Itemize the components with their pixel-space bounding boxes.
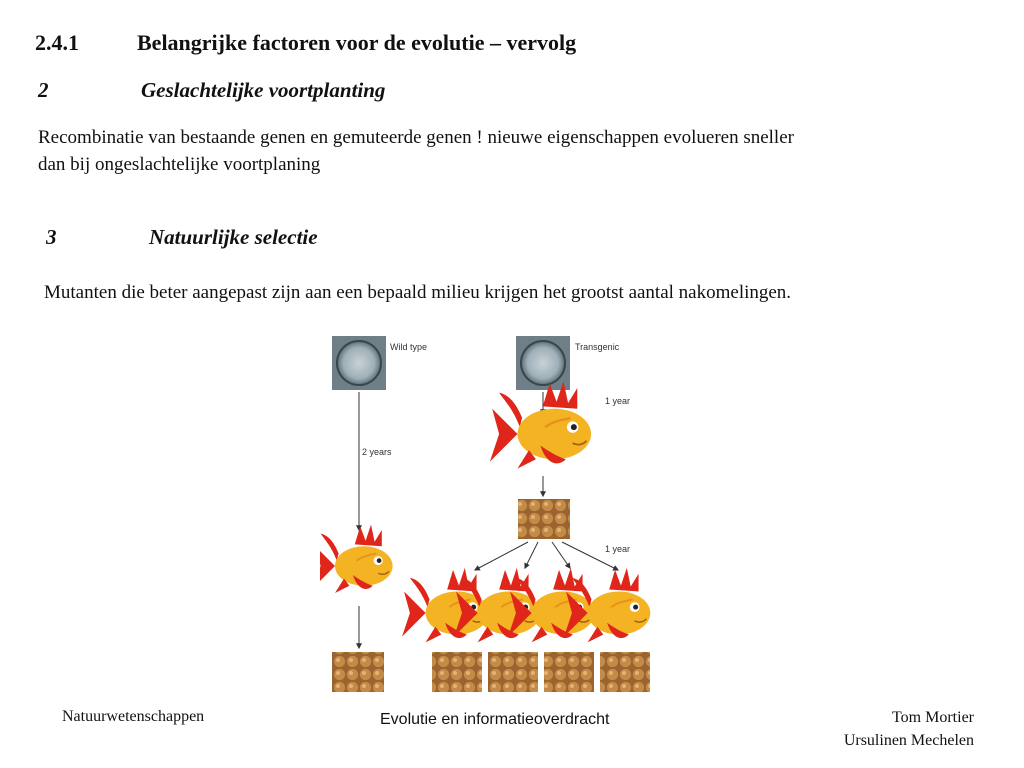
transgenic-eggs <box>518 499 570 539</box>
section2-body-line2: dan bij ongeslachtelijke voortplaning <box>38 154 321 175</box>
wild-type-label: Wild type <box>390 342 427 352</box>
section2-heading-text: Geslachtelijke voortplanting <box>141 78 386 102</box>
offspring-eggs-1 <box>432 652 482 692</box>
section3-number: 3 <box>46 225 57 249</box>
transgenic-fish-icon <box>488 379 593 470</box>
offspring-eggs-2 <box>488 652 538 692</box>
section3-heading-text: Natuurlijke selectie <box>149 225 318 249</box>
section3-heading: 3 Natuurlijke selectie <box>46 225 318 250</box>
footer-author: Tom Mortier <box>892 709 974 726</box>
title-text: Belangrijke factoren voor de evolutie – … <box>137 30 577 55</box>
transgenic-dish <box>516 336 570 390</box>
footer-left: Natuurwetenschappen <box>62 708 205 725</box>
transgenic-time-label-1: 1 year <box>605 396 630 406</box>
wild-type-fish-icon <box>320 523 394 594</box>
slide-title: 2.4.1 Belangrijke factoren voor de evolut… <box>35 30 576 56</box>
section2-body: Recombinatie van bestaande genen en gemu… <box>38 124 794 178</box>
title-number: 2.4.1 <box>35 30 79 55</box>
offspring-eggs-3 <box>544 652 594 692</box>
transgenic-time-label-2: 1 year <box>605 544 630 554</box>
wild-type-dish <box>332 336 386 390</box>
section3-body: Mutanten die beter aangepast zijn aan ee… <box>44 282 792 303</box>
transgenic-spread-arrows <box>473 541 620 571</box>
offspring-eggs-4 <box>600 652 650 692</box>
offspring-fish-icon-1 <box>401 566 490 644</box>
selection-figure: Wild type 2 years Transgenic 1 year 1 ye… <box>320 336 652 692</box>
section2-number: 2 <box>38 78 49 102</box>
footer-school: Ursulinen Mechelen <box>843 732 974 749</box>
section2-body-line1: Recombinatie van bestaande genen en gemu… <box>38 127 794 148</box>
footer-center: Evolutie en informatieoverdracht <box>380 711 610 728</box>
section2-heading: 2 Geslachtelijke voortplanting <box>38 78 385 103</box>
transgenic-label: Transgenic <box>575 342 620 352</box>
footer-right: Tom Mortier Ursulinen Mechelen <box>844 706 974 752</box>
wild-type-eggs <box>332 652 384 692</box>
wild-type-time-label: 2 years <box>362 447 392 457</box>
